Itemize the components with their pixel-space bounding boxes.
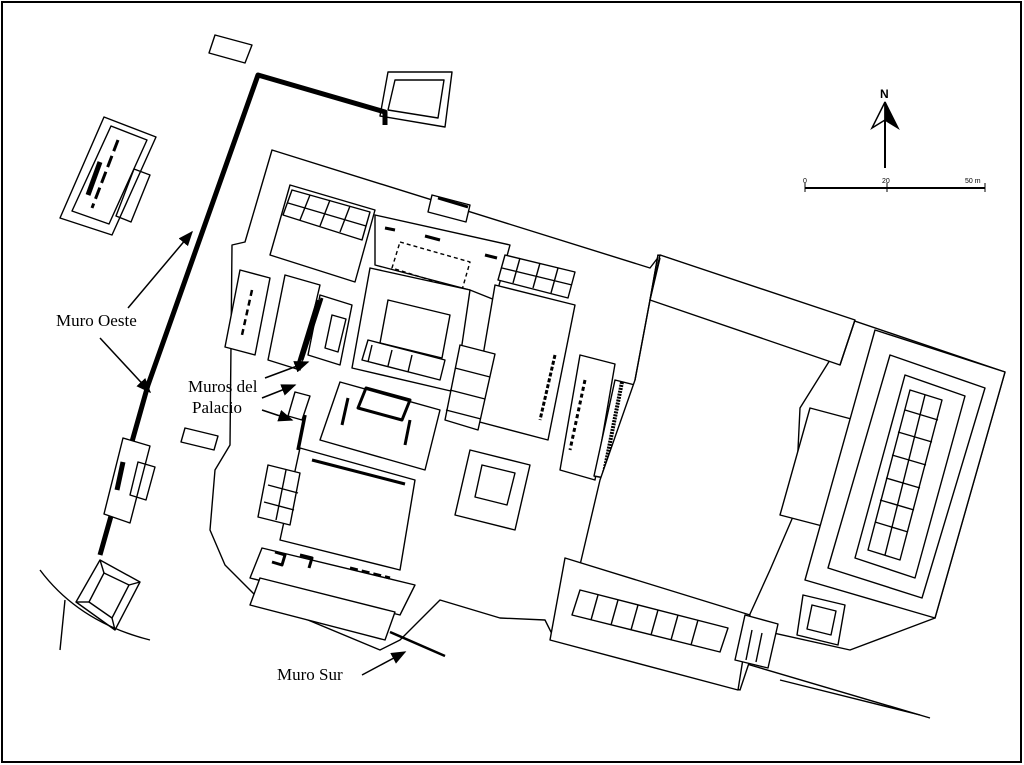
central-small-court bbox=[454, 449, 531, 531]
palace-walls bbox=[296, 299, 320, 451]
muros-palacio-line2: Palacio bbox=[192, 398, 242, 417]
scale-bar: 0 20 50 m bbox=[803, 178, 986, 192]
north-arrow-icon: N bbox=[870, 87, 900, 168]
scale-tick-0: 0 bbox=[803, 178, 807, 185]
east-court bbox=[471, 254, 576, 441]
southeast-small-platform bbox=[796, 594, 846, 646]
south-stairway bbox=[249, 577, 396, 641]
northwest-court bbox=[269, 184, 376, 283]
central-patio-south bbox=[319, 381, 441, 471]
west-room-range bbox=[224, 269, 353, 371]
west-gate bbox=[103, 437, 156, 524]
southwest-court bbox=[257, 447, 416, 571]
west-outer-building bbox=[59, 116, 157, 236]
plaza-south-range bbox=[549, 557, 751, 691]
muro-sur-text: Muro Sur bbox=[277, 665, 343, 684]
plaza-north-range bbox=[649, 254, 856, 366]
label-muros-palacio: Muros del Palacio bbox=[188, 361, 310, 422]
southeast-stair-block bbox=[734, 614, 779, 669]
east-gallery bbox=[559, 354, 636, 481]
east-column-rooms bbox=[444, 344, 496, 431]
muro-oeste-text: Muro Oeste bbox=[56, 311, 137, 330]
southwest-platform bbox=[75, 559, 141, 631]
east-temple bbox=[804, 329, 1006, 619]
small-block-west bbox=[180, 391, 311, 451]
structure-northeast-of-wall bbox=[379, 71, 453, 128]
scale-tick-end: 50 m bbox=[965, 178, 981, 185]
muros-palacio-line1: Muros del bbox=[188, 377, 258, 396]
north-letter: N bbox=[880, 87, 889, 101]
small-structure-top bbox=[208, 34, 253, 64]
label-muro-sur: Muro Sur bbox=[277, 651, 407, 684]
label-muro-oeste: Muro Oeste bbox=[56, 230, 193, 394]
south-wall bbox=[389, 630, 446, 658]
north-entry bbox=[427, 194, 471, 223]
scale-tick-mid: 20 bbox=[882, 178, 890, 185]
